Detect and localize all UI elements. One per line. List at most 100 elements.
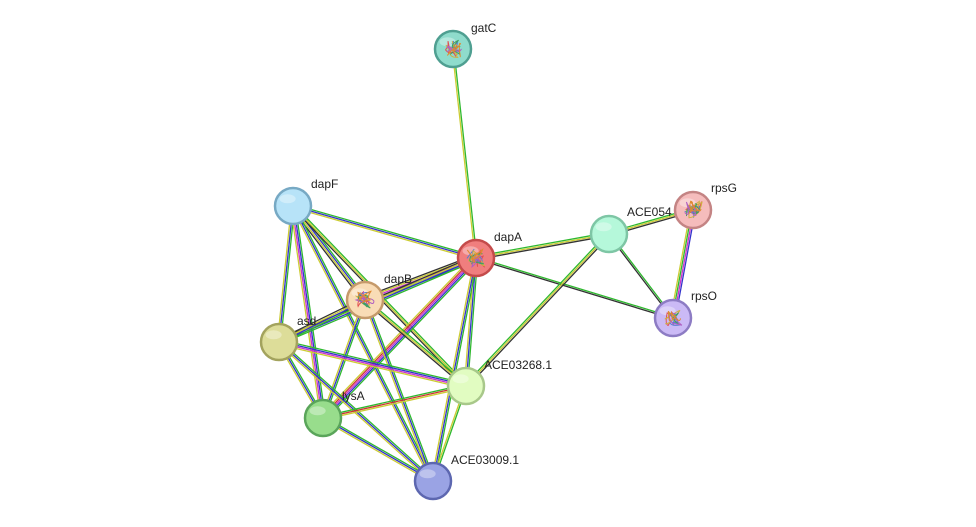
protein-structure-icon [466,247,485,268]
node-highlight [419,469,436,479]
edge-evidence-line [453,48,478,259]
node-ACE054[interactable]: ACE054 [589,205,672,254]
node-label: ACE054 [627,205,672,219]
edge-evidence-line [277,343,467,389]
edge-evidence-line [363,254,476,298]
edge-evidence-line [364,299,434,482]
edge-evidence-line [320,255,475,417]
protein-structure-icon [354,290,375,309]
edge-evidence-line [362,299,433,483]
edge-dapA-ACE054[interactable] [475,231,610,261]
structure-strand [466,247,484,263]
edge-evidence-line [292,205,434,482]
structure-strand [357,291,370,308]
edge-evidence-line [365,298,436,482]
edge-dapA-ACE03268.1[interactable] [463,257,479,387]
node-rpsO[interactable]: rpsO [653,289,717,338]
edge-dapF-asd[interactable] [276,205,296,343]
node-ACE03009.1[interactable]: ACE03009.1 [413,453,519,501]
node-dapA[interactable]: dapA [456,230,522,278]
structure-strand [667,310,681,322]
node-highlight [265,330,282,340]
edge-ACE03268.1-ACE054[interactable] [464,232,611,388]
edge-evidence-line [278,341,434,482]
edge-evidence-line [475,231,610,258]
edge-evidence-line [322,386,468,421]
edge-evidence-line [279,205,296,343]
edge-evidence-line [291,206,477,261]
edge-evidence-line [364,299,467,387]
node-lysA[interactable]: lysA [303,389,365,438]
edge-gatC-dapA[interactable] [451,48,478,259]
edge-evidence-line [293,205,325,419]
node-circle[interactable] [446,366,486,406]
edge-lysA-ACE03009.1[interactable] [321,415,435,484]
edge-dapA-rpsO[interactable] [475,256,674,320]
edge-evidence-line [463,257,476,387]
edge-evidence-line [290,206,433,483]
node-dapB[interactable]: dapB [345,272,412,320]
edge-evidence-line [432,257,477,482]
edge-evidence-line [465,257,477,387]
structure-strand [447,42,462,58]
edge-dapF-dapA[interactable] [291,203,478,261]
edge-evidence-line [292,205,477,259]
edge-evidence-line [323,415,435,481]
edge-evidence-line [278,340,467,386]
edge-dapA-lysA[interactable] [320,255,479,421]
edge-asd-ACE03268.1[interactable] [277,339,468,389]
node-label: ACE03009.1 [451,453,519,467]
node-highlight [462,246,479,256]
edge-evidence-line [322,299,366,419]
structure-strand [357,290,372,304]
node-label: dapB [384,272,412,286]
node-highlight [679,198,696,208]
protein-structure-icon [684,200,703,219]
structure-strand [471,255,483,268]
edge-lysA-ACE03268.1[interactable] [321,383,468,421]
edge-evidence-line [475,256,674,318]
structure-strand [445,40,459,58]
node-circle[interactable] [259,322,299,362]
edge-evidence-line [465,233,610,387]
node-gatC[interactable]: gatC [433,21,497,69]
node-highlight [309,406,326,416]
edge-evidence-line [365,298,468,386]
edge-evidence-line [278,205,294,343]
structure-strand [688,200,702,214]
edge-evidence-line [278,339,468,385]
node-circle[interactable] [273,186,313,226]
structure-strand [446,44,463,52]
edge-evidence-line [320,298,365,419]
node-highlight [452,374,469,384]
node-label: dapF [311,177,338,191]
nodes-layer: gatC dapF dapA dapB asd lysA ACE03268.1ACE0300… [259,21,737,501]
edge-evidence-line [276,205,293,343]
edge-evidence-line [321,383,467,418]
protein-structure-icon [445,39,463,58]
edge-dapF-ACE03009.1[interactable] [290,204,436,483]
node-circle[interactable] [413,461,453,501]
node-label: lysA [342,389,365,403]
node-circle[interactable] [589,214,629,254]
node-highlight [595,222,612,232]
node-circle[interactable] [303,398,343,438]
edge-dapB-ACE03268.1[interactable] [363,298,468,388]
edge-evidence-line [323,258,478,420]
node-label: rpsG [711,181,737,195]
edge-evidence-line [324,259,479,421]
node-ACE03268.1[interactable]: ACE03268.1 [446,358,552,406]
edge-evidence-line [363,300,466,388]
node-asd[interactable]: asd [259,314,316,362]
edge-evidence-line [466,257,479,387]
edge-dapB-ACE03009.1[interactable] [362,298,436,483]
edge-evidence-line [322,417,434,482]
edge-evidence-line [322,385,467,419]
edge-evidence-line [464,232,609,386]
edge-evidence-line [278,342,467,388]
node-label: asd [297,314,316,328]
node-dapF[interactable]: dapF [273,177,338,226]
node-rpsG[interactable]: rpsG [673,181,737,230]
edge-evidence-line [322,257,477,419]
